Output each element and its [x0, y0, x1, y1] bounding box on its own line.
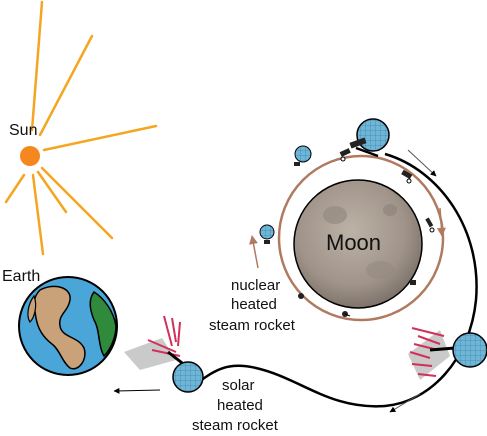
solar-line1: solar: [222, 377, 255, 394]
solar-tug-left: [124, 315, 204, 393]
satellite-left: [259, 224, 275, 244]
solar-line3: steam rocket: [192, 417, 279, 434]
lunar-orbit-arrow-left: [249, 235, 259, 269]
nuclear-rocket-label: nuclear heated steam rocket: [209, 277, 296, 334]
earth-continent-americas: [33, 285, 86, 370]
moon-crater: [366, 261, 394, 279]
moon: Moon: [293, 179, 423, 309]
satellite-lower-right: [410, 280, 416, 285]
satellite-right: [401, 169, 413, 184]
moon-crater: [323, 206, 347, 224]
sun-label: Sun: [9, 122, 37, 139]
earth: Earth: [2, 268, 118, 376]
solar-panel-shadow: [408, 330, 450, 380]
satellite-far-right: [425, 217, 435, 233]
solar-tug-right: [408, 327, 487, 380]
transfer-trajectory: [189, 152, 478, 408]
trajectory-arrow-top: [407, 149, 437, 177]
solar-rocket-label: solar heated steam rocket: [192, 377, 279, 434]
earth-forest: [89, 291, 117, 358]
lunar-orbit: [277, 154, 445, 322]
sun: Sun: [4, 0, 158, 256]
sun-disc: [20, 146, 40, 166]
earth-label: Earth: [2, 268, 40, 285]
solar-line2: heated: [217, 397, 263, 414]
solar-panel-array: [147, 315, 181, 357]
trajectory-arrow-earthbound: [113, 387, 161, 394]
sun-rays: [4, 0, 158, 256]
satellite-upper: [339, 148, 351, 162]
moon-crater: [383, 204, 397, 216]
satellite-lower: [298, 293, 351, 317]
lunar-orbit-arrow-right: [436, 207, 446, 237]
trajectory-arrow-bottom: [389, 393, 421, 413]
moon-label: Moon: [326, 230, 381, 255]
earth-continent-north: [27, 294, 37, 323]
nuclear-line1: nuclear: [231, 277, 280, 294]
nuclear-line3: steam rocket: [209, 317, 296, 334]
tug-dish-top: [349, 118, 390, 158]
nuclear-line2: heated: [231, 296, 277, 313]
satellite-upper-left: [294, 145, 312, 166]
